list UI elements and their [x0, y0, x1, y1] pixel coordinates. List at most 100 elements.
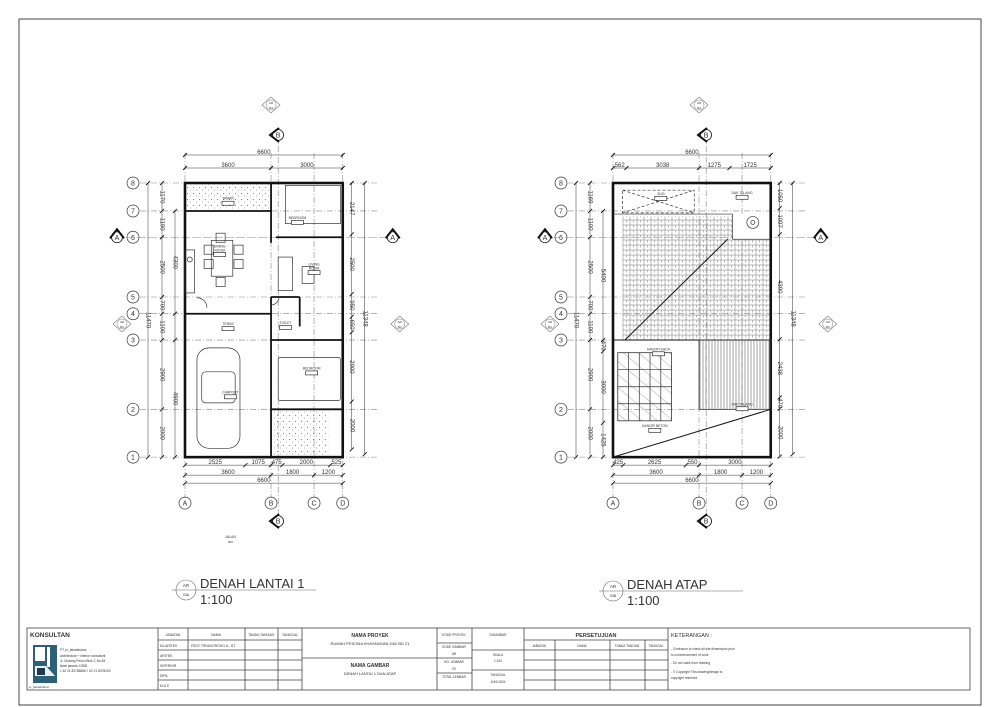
grid-row-bubble-circle: [554, 307, 568, 321]
dimension-tick: [340, 462, 346, 468]
dimension-tick: [340, 165, 346, 171]
dimension-value: 11470: [145, 312, 151, 329]
dining-chair: [233, 259, 244, 269]
section-arrow: [268, 127, 280, 143]
reference-code: AR: [548, 320, 553, 324]
reference-circle: [265, 99, 277, 111]
roof-outline: [611, 181, 773, 459]
grid-col-bubble-circle: [606, 496, 620, 510]
bed: [277, 357, 341, 401]
void-cross: [622, 189, 695, 214]
dimension-value: 2438: [776, 362, 782, 376]
section-marker-label: A: [115, 235, 120, 242]
section-marker-A: A: [109, 227, 125, 244]
dimension-tick: [624, 165, 629, 171]
dimension-value: 950: [348, 300, 354, 311]
dimension-tick: [768, 480, 774, 486]
room-label: KANOPI BETON: [642, 424, 668, 433]
grid-row-bubble-label: 5: [131, 295, 135, 302]
staff-header: JABATAN: [166, 633, 181, 637]
section-marker-B: B: [268, 127, 284, 143]
grid-row-bubble-label: 3: [131, 338, 135, 345]
dimension-tick: [600, 337, 606, 343]
dimension-tick: [349, 291, 355, 297]
grid-row-bubble-circle: [126, 176, 140, 190]
dimension-value: 2000: [159, 427, 165, 441]
dimension-value: 470: [600, 341, 606, 352]
reference-diamond: [390, 315, 410, 333]
grid-row-bubble-label: 2: [131, 407, 135, 414]
room-name: DAK TALANG: [731, 402, 753, 406]
dimension-tick: [268, 472, 274, 478]
dimension-value: 6600: [685, 150, 699, 156]
dimension-tick: [172, 337, 178, 343]
kitchen-counter: [184, 249, 195, 294]
grid-row-bubble-circle: [554, 290, 568, 304]
gutter-slab: [698, 339, 772, 410]
section-arrow: [696, 127, 708, 143]
grid-row-bubble-circle: [554, 450, 568, 464]
project-heading: NAMA PROYEK: [351, 633, 389, 639]
room-label: BEDROOM: [303, 366, 321, 376]
grid-row-bubble-circle: [126, 204, 140, 218]
grid-col-bubble-label: C: [312, 501, 317, 508]
approval-header: TANGGAL: [649, 644, 664, 648]
dimension-value: 2000: [587, 427, 593, 441]
plan-title: DENAH LANTAI 1: [200, 576, 305, 591]
dimension-value: 1170: [159, 191, 165, 205]
dimension-tick: [587, 294, 593, 300]
car: [196, 347, 241, 449]
note-line: - Contractor to check all site dimension…: [671, 647, 736, 651]
dimension-tick: [172, 454, 178, 460]
dimension-value: 1100: [587, 320, 593, 334]
dimension-value: 1800: [286, 470, 300, 476]
dimension-value: 2500: [159, 260, 165, 274]
dimension-value: 2500: [348, 258, 354, 272]
dimension-value: 2000: [348, 419, 354, 433]
project-name: RUMAH PESONA KHAYANGAN KAV BD 21: [331, 641, 411, 646]
approval-header: TANDA TANGAN: [615, 644, 640, 648]
drawing-heading: NAMA GAMBAR: [351, 663, 390, 669]
no-lembar-label: NO. LEMBAR: [444, 660, 464, 664]
section-arrow: [384, 227, 401, 239]
section-marker-A: A: [384, 227, 401, 244]
section-marker-A: A: [537, 227, 553, 244]
dimension-tick: [777, 231, 783, 237]
note-line: to commencement of work: [671, 653, 709, 657]
grid-col-bubble-circle: [178, 496, 192, 510]
dimension-tick: [777, 454, 783, 459]
grid-row-bubble-label: 8: [559, 181, 563, 188]
section-arrow: [109, 227, 125, 239]
room-name: KANOPI BETON: [642, 424, 668, 428]
dimension-tick: [362, 451, 368, 457]
section-arrow: [812, 227, 829, 239]
grid-row-bubble-label: 2: [559, 407, 563, 414]
staff-name: FEDY TRIWIJORGHO A., ST: [191, 644, 235, 648]
total-lembar-label: TOTAL LEMBAR: [442, 675, 467, 679]
room-label: TERAS: [221, 322, 234, 332]
room-name: ROOM: [214, 249, 225, 253]
dimension-tick: [600, 420, 606, 426]
dimension-tick: [159, 337, 165, 343]
note-line: copyright reserved: [671, 676, 697, 680]
dimension-tick: [600, 348, 606, 354]
dimension-tick: [159, 294, 165, 300]
dimension-value: 1100: [159, 218, 165, 232]
section-arrow: [268, 513, 280, 529]
level-tag: [224, 394, 237, 400]
void-area: [622, 189, 695, 214]
reference-sheet: B4: [120, 325, 124, 329]
section-marker-label: A: [543, 235, 548, 242]
dimension-tick: [777, 205, 783, 211]
dimension-value: 1275: [708, 163, 722, 169]
level-tag: [735, 406, 749, 412]
sheet-border: [18, 18, 982, 706]
room-name: TOILET: [279, 321, 291, 325]
level-tag: [213, 252, 226, 257]
dimension-tick: [349, 329, 355, 335]
dimension-tick: [182, 480, 188, 486]
